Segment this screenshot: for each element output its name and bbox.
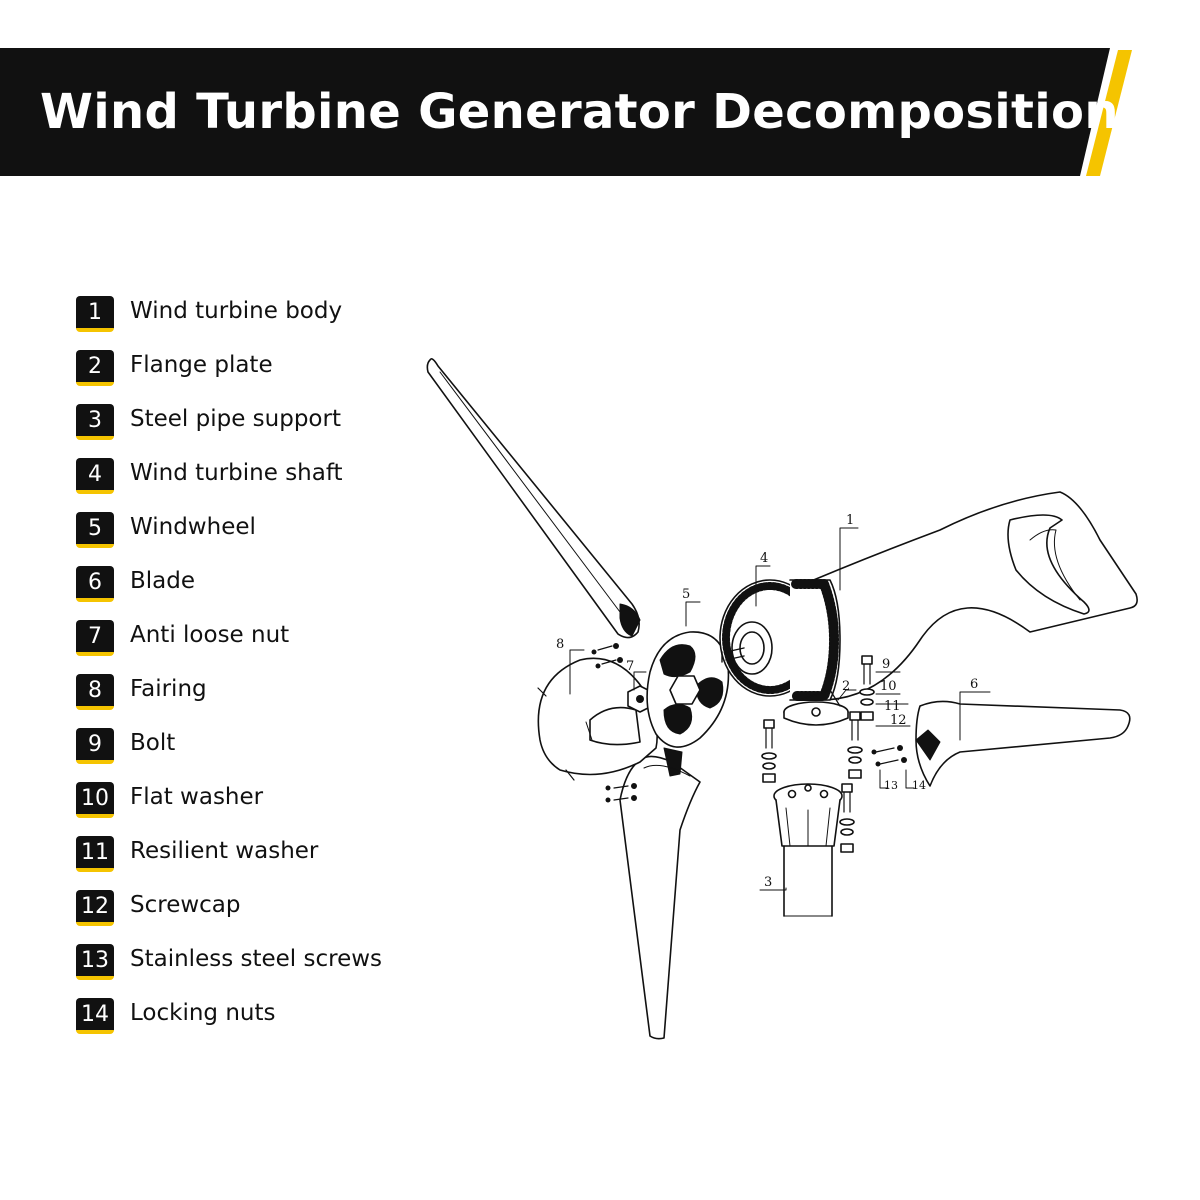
callout-2: 2 (842, 679, 850, 694)
legend-label: Steel pipe support (130, 406, 341, 432)
legend-number-badge: 7 (76, 620, 114, 656)
bolt-stack-right (859, 655, 875, 721)
legend-number-badge: 12 (76, 890, 114, 926)
pipe-support (773, 783, 843, 917)
legend-number-badge: 11 (76, 836, 114, 872)
legend-label: Bolt (130, 730, 176, 756)
legend-item: 2 Flange plate (76, 350, 416, 390)
legend-number-badge: 1 (76, 296, 114, 332)
legend-item: 14 Locking nuts (76, 998, 416, 1038)
legend-item: 1 Wind turbine body (76, 296, 416, 336)
blade-upper (426, 358, 641, 639)
legend-number-badge: 6 (76, 566, 114, 602)
legend-label: Resilient washer (130, 838, 319, 864)
legend-item: 5 Windwheel (76, 512, 416, 552)
legend-item: 7 Anti loose nut (76, 620, 416, 660)
callout-11: 11 (884, 699, 901, 714)
title-banner: Wind Turbine Generator Decomposition (0, 48, 1200, 178)
bolt-stack-mid (847, 711, 863, 779)
legend-label: Blade (130, 568, 196, 594)
legend-number-badge: 10 (76, 782, 114, 818)
legend-number-badge: 4 (76, 458, 114, 494)
legend-item: 9 Bolt (76, 728, 416, 768)
callout-leaders (569, 527, 991, 891)
blade-lower (605, 747, 701, 1040)
callout-4: 4 (760, 551, 768, 566)
legend-label: Screwcap (130, 892, 241, 918)
turbine-body (789, 491, 1138, 701)
blade-right (871, 700, 1131, 787)
legend-label: Wind turbine body (130, 298, 343, 324)
legend-label: Wind turbine shaft (130, 460, 343, 486)
windwheel-hub (646, 631, 730, 748)
legend-item: 8 Fairing (76, 674, 416, 714)
legend-label: Flat washer (130, 784, 264, 810)
bolt-stack-low (839, 783, 855, 853)
legend-number-badge: 14 (76, 998, 114, 1034)
callout-6: 6 (970, 677, 978, 692)
callout-9: 9 (882, 657, 890, 672)
banner-shape (0, 48, 1132, 176)
callout-12: 12 (890, 713, 907, 728)
hub-screws (591, 643, 623, 669)
legend-number-badge: 9 (76, 728, 114, 764)
legend-number-badge: 2 (76, 350, 114, 386)
bolt-stack-left (761, 719, 777, 783)
legend-label: Windwheel (130, 514, 256, 540)
callout-1: 1 (846, 513, 854, 528)
legend-item: 4 Wind turbine shaft (76, 458, 416, 498)
flange-plate (783, 689, 849, 726)
legend-label: Stainless steel screws (130, 946, 383, 972)
legend-item: 11 Resilient washer (76, 836, 416, 876)
legend-item: 12 Screwcap (76, 890, 416, 930)
callout-10: 10 (880, 679, 897, 694)
callout-3: 3 (764, 875, 772, 890)
legend-item: 13 Stainless steel screws (76, 944, 416, 984)
page-title: Wind Turbine Generator Decomposition (40, 84, 1119, 140)
legend-item: 10 Flat washer (76, 782, 416, 822)
callout-8: 8 (556, 637, 564, 652)
legend-label: Fairing (130, 676, 207, 702)
callout-14: 14 (912, 779, 926, 792)
callout-5: 5 (682, 587, 690, 602)
legend-number-badge: 5 (76, 512, 114, 548)
fairing (537, 657, 658, 781)
legend-label: Anti loose nut (130, 622, 290, 648)
legend-item: 6 Blade (76, 566, 416, 606)
callout-7: 7 (626, 659, 634, 674)
legend-label: Flange plate (130, 352, 273, 378)
legend-label: Locking nuts (130, 1000, 276, 1026)
legend-number-badge: 3 (76, 404, 114, 440)
callout-13: 13 (884, 779, 898, 792)
callout-labels: 1 2 3 4 5 6 7 8 9 10 11 12 13 14 (556, 513, 978, 890)
legend-number-badge: 13 (76, 944, 114, 980)
legend-item: 3 Steel pipe support (76, 404, 416, 444)
generator-drum (719, 579, 841, 701)
legend-number-badge: 8 (76, 674, 114, 710)
